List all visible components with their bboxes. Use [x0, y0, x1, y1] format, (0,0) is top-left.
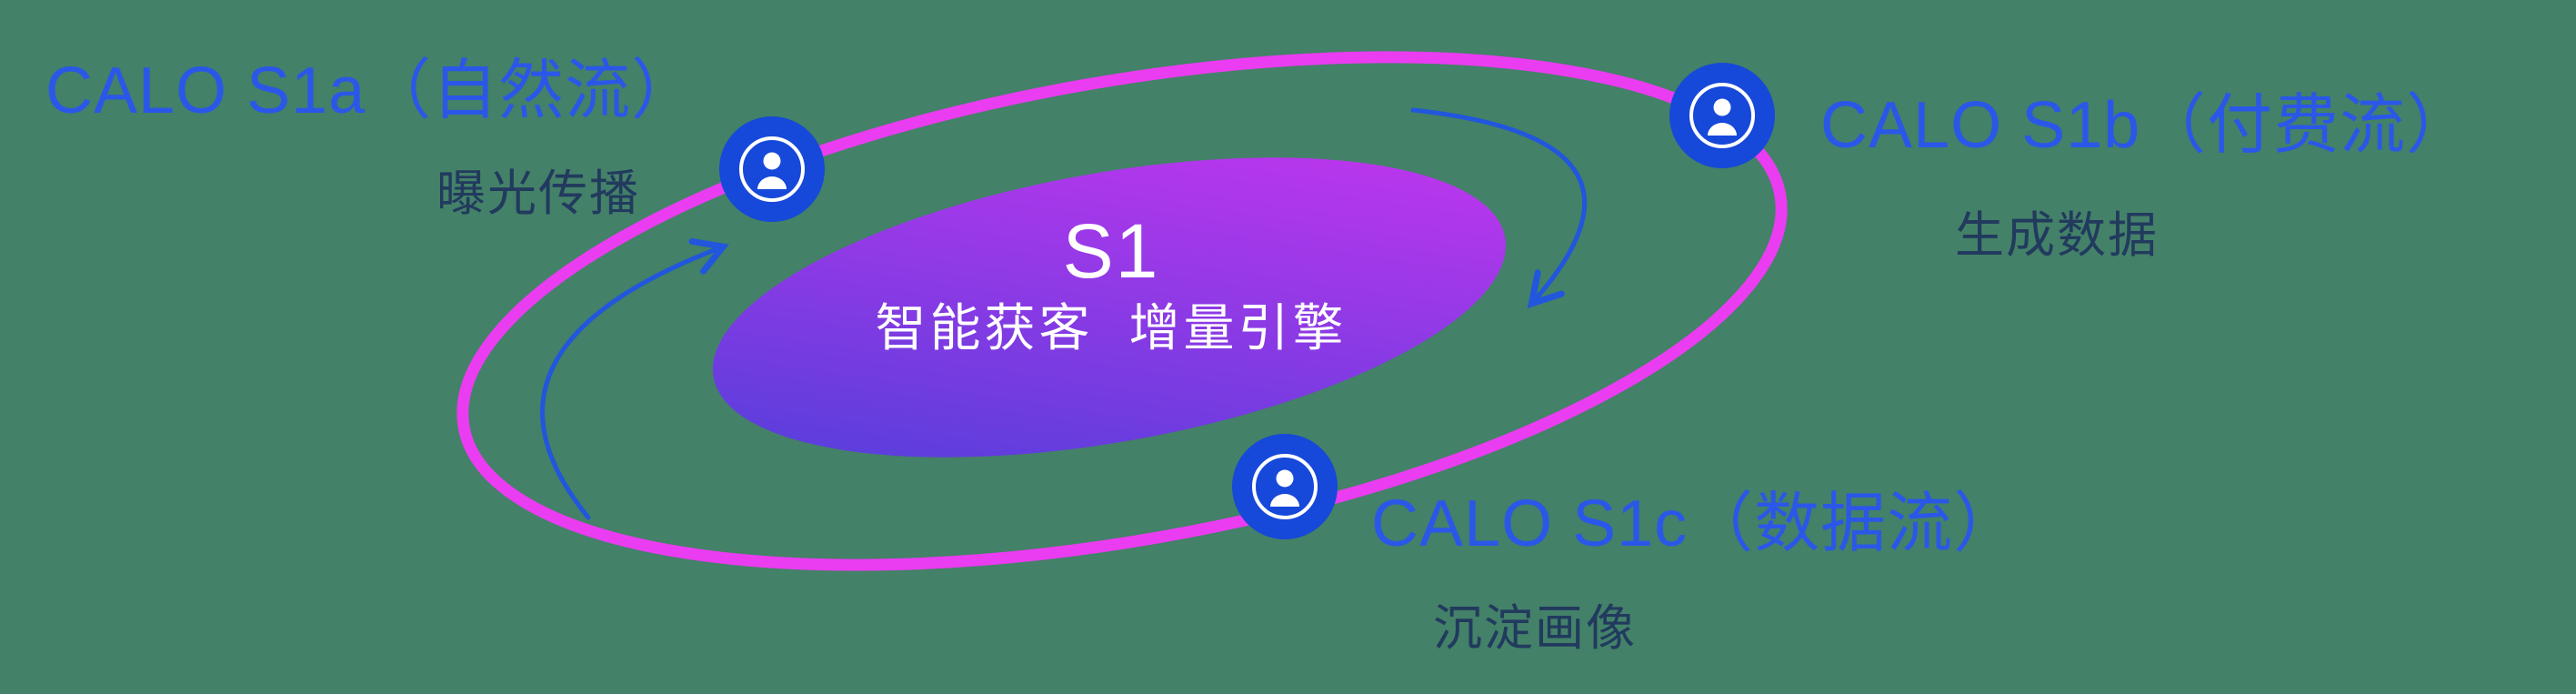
user-icon-head — [1276, 469, 1294, 488]
center-label: S1 智能获客 增量引擎 — [702, 207, 1520, 361]
node-s1a — [719, 116, 825, 222]
node-s1a-title: CALO S1a（自然流） — [45, 55, 698, 127]
user-in-circle-icon — [1689, 83, 1755, 148]
center-subtitle: 智能获客 增量引擎 — [875, 298, 1348, 357]
node-s1c-title: CALO S1c（数据流） — [1371, 488, 2020, 560]
orbit-ring — [456, 51, 1788, 571]
user-icon-head — [763, 152, 781, 170]
user-icon-head — [1713, 98, 1731, 116]
user-icon-body — [1708, 123, 1737, 136]
flow-arrow-left — [540, 237, 729, 520]
user-in-circle-icon — [739, 136, 805, 202]
node-s1b-title: CALO S1b（付费流） — [1820, 89, 2473, 162]
flow-arrow-right — [1410, 107, 1587, 309]
node-s1a-subtitle: 曝光传播 — [436, 166, 640, 221]
user-icon-body — [757, 176, 787, 189]
node-s1b-subtitle: 生成数据 — [1955, 208, 2159, 263]
node-s1c — [1232, 434, 1338, 539]
node-s1c-subtitle: 沉淀画像 — [1433, 601, 1637, 656]
center-ellipse — [712, 157, 1507, 458]
user-in-circle-icon — [1252, 454, 1318, 519]
user-icon-body — [1270, 494, 1299, 507]
center-title: S1 — [1062, 208, 1160, 294]
node-s1b — [1669, 63, 1775, 168]
